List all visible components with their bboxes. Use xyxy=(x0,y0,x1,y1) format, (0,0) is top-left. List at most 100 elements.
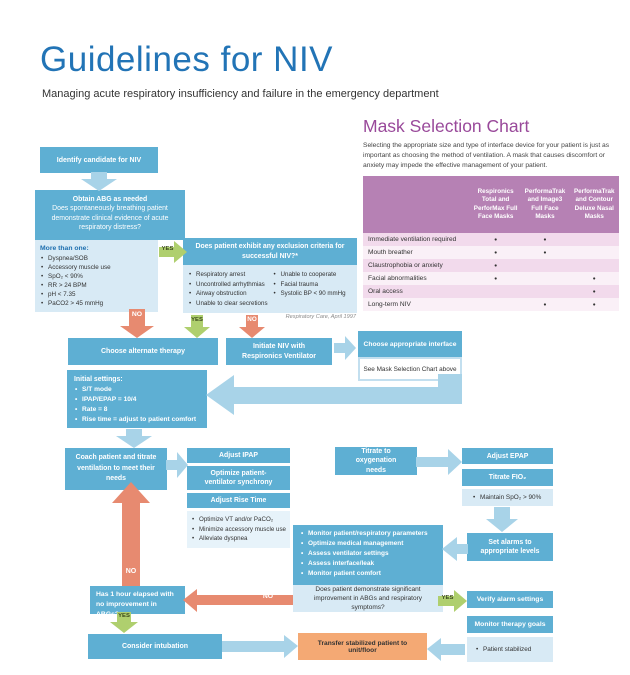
monitor-item: Monitor patient/respiratory parameters xyxy=(300,529,436,539)
criteria-item: Dyspnea/SOB xyxy=(40,254,153,263)
arrow-left-alarms-to-monitor xyxy=(442,537,468,561)
arrow-down-initial-to-coach xyxy=(116,429,152,448)
dot-cell: • xyxy=(494,261,497,270)
no-label: NO xyxy=(125,568,137,575)
exclusion-item: Respiratory arrest xyxy=(188,270,268,280)
exclusion-right-column: Unable to cooperate Facial trauma Systol… xyxy=(273,270,346,308)
page-title: Guidelines for NIV xyxy=(40,40,334,79)
consider-intubation-box: Consider intubation xyxy=(88,634,222,659)
monitor-item: Monitor patient comfort xyxy=(300,569,436,579)
no-label: NO xyxy=(131,311,143,318)
arrow-left-no-improvement xyxy=(183,589,293,612)
mask-table-corner xyxy=(363,176,471,233)
no-label: NO xyxy=(262,593,274,600)
mask-table-header: Respironics Total and PerforMax Full Fac… xyxy=(363,176,619,233)
optimize-synchrony-box: Optimize patient-ventilator synchrony xyxy=(187,466,290,490)
one-hour-question-box: Has 1 hour elapsed with no improvement i… xyxy=(90,586,185,618)
row-label: Mouth breather xyxy=(368,249,413,256)
set-alarms-box: Set alarms to appropriate levels xyxy=(467,533,553,561)
initial-setting-item: S/T mode xyxy=(74,385,200,395)
adjust-epap-box: Adjust EPAP xyxy=(462,448,553,464)
arrow-elbow-interface-to-initial-settings xyxy=(206,374,462,415)
dot-cell: • xyxy=(494,274,497,283)
arrow-right-coach-to-adjust xyxy=(166,452,188,478)
coach-patient-box: Coach patient and titrate ventilation to… xyxy=(65,448,167,490)
maintain-spo2-box: Maintain SpO₂ > 90% xyxy=(462,489,553,506)
dot-cell: • xyxy=(592,274,596,283)
exclusion-item: Unable to cooperate xyxy=(273,270,346,280)
arrow-down-no-criteria xyxy=(120,309,154,338)
dot-cell: • xyxy=(592,300,596,309)
criteria-item: PaCO2 > 45 mmHg xyxy=(40,299,153,308)
arrow-down-identify-to-abg xyxy=(81,172,117,191)
adjust-goals-list: Optimize VT and/or PaCO₂ Minimize access… xyxy=(187,511,290,548)
initial-settings-title: Initial settings: xyxy=(74,376,123,383)
yes-label: YES xyxy=(161,246,174,252)
adjust-goal-item: Alleviate dyspnea xyxy=(191,534,286,544)
monitor-item: Optimize medical management xyxy=(300,539,436,549)
initiate-niv-box: Initiate NIV with Respironics Ventilator xyxy=(226,338,332,365)
arrow-right-intubation-to-transfer xyxy=(222,635,298,658)
exclusion-item: Facial trauma xyxy=(273,280,346,290)
yes-label: YES xyxy=(191,317,203,323)
arrow-down-no-exclusion xyxy=(239,315,265,338)
citation: Respiratory Care, April 1997 xyxy=(285,314,356,320)
identify-candidate-box: Identify candidate for NIV xyxy=(40,147,158,173)
patient-stabilized-item: Patient stabilized xyxy=(475,646,531,653)
monitor-item: Assess ventilator settings xyxy=(300,549,436,559)
arrow-down-yes-exclusion xyxy=(184,315,210,338)
yes-label: YES xyxy=(118,613,130,619)
initial-setting-item: Rate = 8 xyxy=(74,405,200,415)
table-row: Long-term NIV • • xyxy=(363,298,619,311)
obtain-abg-box: Obtain ABG as needed Does spontaneously … xyxy=(35,190,185,240)
row-label: Immediate ventilation required xyxy=(368,236,457,243)
exclusion-criteria-header: Does patient exhibit any exclusion crite… xyxy=(183,238,357,265)
therapy-goals-box: Monitor therapy goals xyxy=(467,616,553,633)
exclusion-item: Unable to clear secretions xyxy=(188,299,268,309)
arrow-right-yes-criteria xyxy=(159,241,187,263)
exclusion-item: Systolic BP < 90 mmHg xyxy=(273,289,346,299)
criteria-item: Accessory muscle use xyxy=(40,263,153,272)
dot-cell: • xyxy=(543,300,547,309)
row-label: Long-term NIV xyxy=(368,301,411,308)
arrow-right-initiate-to-interface xyxy=(334,336,356,360)
titrate-fio2-box: Titrate FIO₂ xyxy=(462,469,553,486)
page-subtitle: Managing acute respiratory insufficiency… xyxy=(42,88,439,100)
criteria-item: pH < 7.35 xyxy=(40,290,153,299)
adjust-ipap-box: Adjust IPAP xyxy=(187,448,290,463)
dot-cell: • xyxy=(494,235,497,244)
mask-selection-table: Respironics Total and PerforMax Full Fac… xyxy=(363,176,619,311)
adjust-goal-item: Minimize accessory muscle use xyxy=(191,525,286,535)
monitor-box: Monitor patient/respiratory parameters O… xyxy=(293,525,443,585)
adjust-rise-time-box: Adjust Rise Time xyxy=(187,493,290,508)
arrow-down-spo2-to-alarms xyxy=(486,507,518,532)
patient-stabilized-box: Patient stabilized xyxy=(467,637,553,662)
exclusion-criteria-body: Respiratory arrest Uncontrolled arrhythm… xyxy=(183,265,357,313)
alternate-therapy-box: Choose alternate therapy xyxy=(68,338,218,365)
table-row: Oral access • xyxy=(363,285,619,298)
dot-cell: • xyxy=(592,287,596,296)
verify-alarms-box: Verify alarm settings xyxy=(467,591,553,608)
arrow-up-no-to-coach xyxy=(112,482,150,586)
arrow-right-titrate-to-epap xyxy=(416,449,462,475)
table-row: Claustrophobia or anxiety • xyxy=(363,259,619,272)
initial-settings-box: Initial settings: S/T mode IPAP/EPAP = 1… xyxy=(67,370,207,428)
table-row: Mouth breather • • xyxy=(363,246,619,259)
maintain-spo2-item: Maintain SpO₂ > 90% xyxy=(472,494,541,501)
arrow-right-yes-to-verify xyxy=(438,590,467,612)
criteria-box: More than one: Dyspnea/SOB Accessory mus… xyxy=(35,240,158,312)
row-label: Claustrophobia or anxiety xyxy=(368,262,443,269)
mask-chart-description: Selecting the appropriate size and type … xyxy=(363,142,610,170)
arrow-down-yes-to-intubation xyxy=(110,612,138,633)
see-mask-chart-note: See Mask Selection Chart above xyxy=(358,357,462,381)
criteria-item: SpO₂ < 90% xyxy=(40,272,153,281)
obtain-abg-title: Obtain ABG as needed xyxy=(72,196,148,203)
adjust-goal-item: Optimize VT and/or PaCO₂ xyxy=(191,515,286,525)
dot-cell: • xyxy=(494,248,497,257)
yes-label: YES xyxy=(441,595,454,601)
exclusion-item: Uncontrolled arrhythmias xyxy=(188,280,268,290)
table-row: Immediate ventilation required • • xyxy=(363,233,619,246)
mask-chart-title: Mask Selection Chart xyxy=(363,116,530,136)
mask-table-column-2: PerformaTrak and Image3 Full Face Masks xyxy=(524,188,566,220)
